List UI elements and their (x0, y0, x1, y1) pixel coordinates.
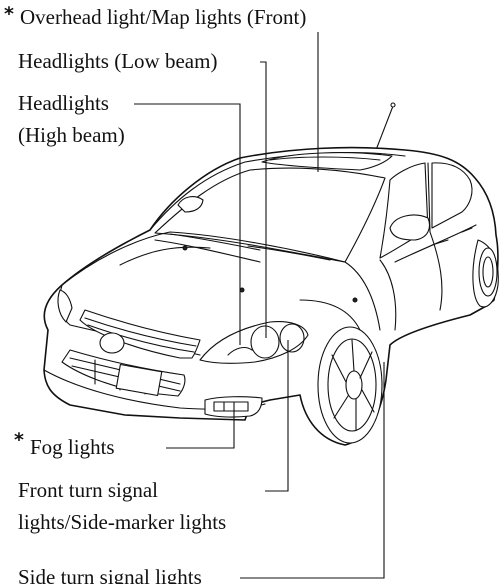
label-low-beam: Headlights (Low beam) (18, 49, 217, 73)
label-fog-lights: Fog lights (30, 435, 115, 459)
antenna (376, 106, 393, 150)
label-side-turn: Side turn signal lights (18, 565, 202, 584)
label-high-beam-line2: (High beam) (18, 123, 125, 147)
label-front-turn-line1: Front turn signal (18, 478, 158, 502)
emblem (100, 333, 124, 353)
car-illustration (44, 103, 498, 445)
label-front-turn-line2: lights/Side-marker lights (18, 510, 226, 534)
fog-star: * (14, 429, 24, 451)
overhead-star: * (4, 3, 14, 25)
label-high-beam-line1: Headlights (18, 91, 109, 115)
label-overhead-light: Overhead light/Map lights (Front) (20, 5, 306, 29)
